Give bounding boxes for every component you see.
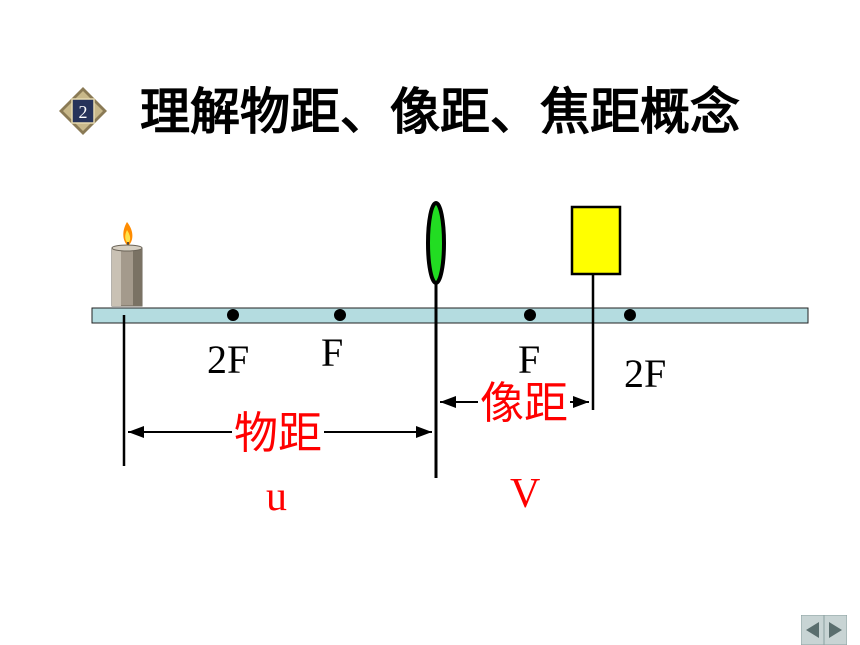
image-screen xyxy=(570,205,622,276)
numbered-diamond-icon: 2 xyxy=(59,87,107,135)
left-2f-point xyxy=(227,309,239,321)
right-2f-label: 2F xyxy=(624,351,667,396)
left-f-label: F xyxy=(321,330,344,375)
page-title: 理解物距、像距、焦距概念 xyxy=(140,83,740,141)
image-distance-symbol: V xyxy=(510,471,541,517)
triangle-right-icon xyxy=(829,622,842,638)
badge-number: 2 xyxy=(79,102,88,122)
left-f-point xyxy=(334,309,346,321)
left-2f-label: 2F xyxy=(207,337,250,382)
right-2f-point xyxy=(624,309,636,321)
previous-slide-button[interactable] xyxy=(801,615,825,645)
slide-navigation xyxy=(801,615,847,645)
next-slide-button[interactable] xyxy=(823,615,847,645)
right-f-point xyxy=(524,309,536,321)
object-distance-label: 物距 xyxy=(232,408,324,459)
object-distance-symbol: u xyxy=(266,474,287,520)
convex-lens xyxy=(426,201,446,285)
right-f-label: F xyxy=(518,337,541,382)
candle-icon xyxy=(111,222,143,307)
image-distance-label: 像距 xyxy=(478,378,570,429)
optical-rail xyxy=(91,307,809,324)
triangle-left-icon xyxy=(806,622,819,638)
